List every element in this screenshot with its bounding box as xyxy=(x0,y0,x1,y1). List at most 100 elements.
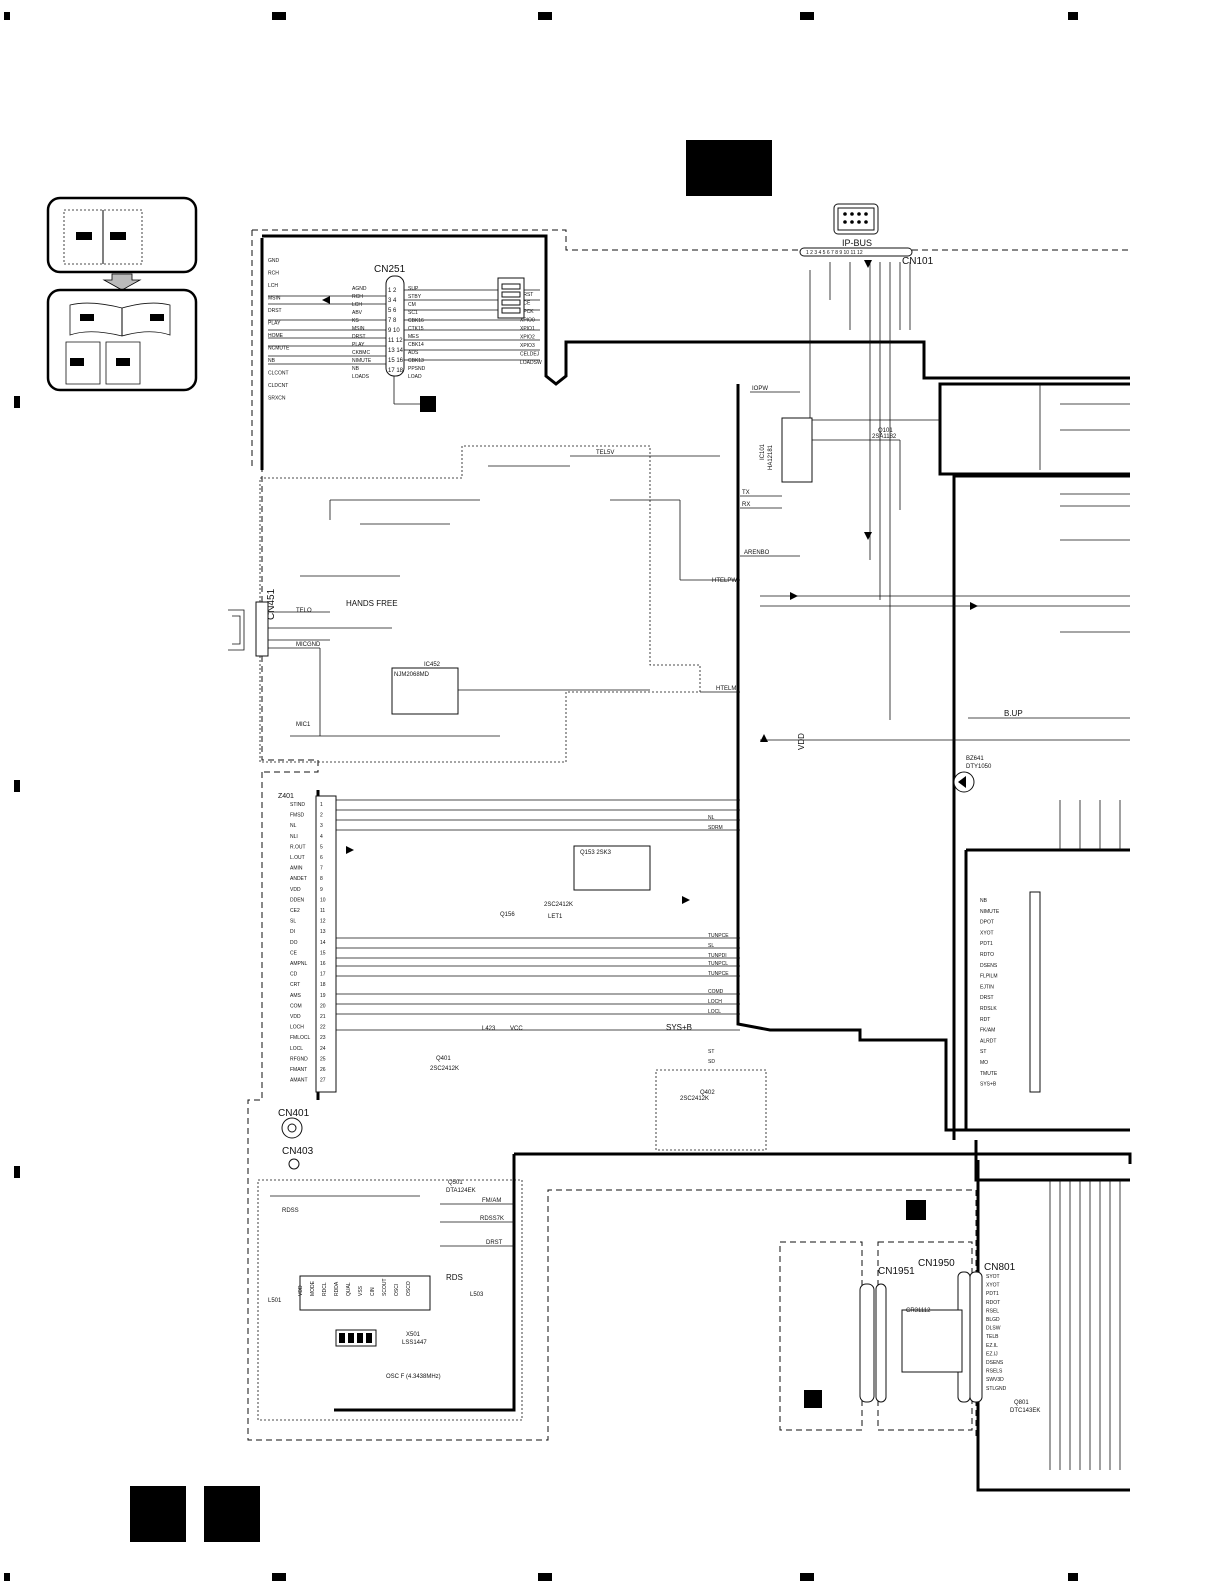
cn251-left-net: CLDCNT xyxy=(268,383,288,389)
svg-text:15 16: 15 16 xyxy=(388,358,404,364)
z401-pin-number: 14 xyxy=(320,940,326,946)
cn451-label: CN451 xyxy=(266,588,277,620)
display-connectors: CN1950 CN1951 CN801 CR31112 SYOTXYOTPDT1… xyxy=(804,1258,1040,1414)
cn251-left-net: MSIN xyxy=(268,296,281,302)
cn251-left-pin: DRST xyxy=(352,334,366,340)
tuner-nets: TUNPCESLTUNPDITUNPCLTUNPCECOMDLOCHLOCLNL… xyxy=(336,799,740,1102)
cn801-net: DSENS xyxy=(980,963,998,969)
q401-part: 2SC2412K xyxy=(430,1066,459,1072)
let1-label: LET1 xyxy=(548,914,563,920)
cn801-net: DRST xyxy=(980,995,994,1001)
cn251-left-net: NB xyxy=(268,358,276,364)
cn251-right-pin: SUP xyxy=(408,286,419,292)
cn251-left-pin: NB xyxy=(352,366,360,372)
z401-pin-number: 16 xyxy=(320,961,326,967)
cn801-net: TMUTE xyxy=(980,1071,998,1077)
cn1950-net: SWV3D xyxy=(986,1377,1004,1383)
cn801-net: SYS+B xyxy=(980,1082,997,1088)
cn251-left-pin: NIMUTE xyxy=(352,358,372,364)
x501-label: X501 xyxy=(406,1332,421,1338)
svg-text:CIN: CIN xyxy=(370,1287,376,1296)
title-block xyxy=(686,140,772,196)
z401-pin-number: 4 xyxy=(320,834,323,840)
cn801-net: DPOT xyxy=(980,920,994,926)
cn1950-net: EZ.IL xyxy=(986,1343,998,1349)
cn801-net: RDTO xyxy=(980,952,994,958)
z401-pin-name: COM xyxy=(290,1003,302,1009)
right-side-nets: B.UP VDD BZ641 DTY1050 xyxy=(760,384,1130,793)
cn251-right-pin: PPSND xyxy=(408,366,426,372)
board-boundaries xyxy=(247,229,1130,1441)
z401-pin-number: 10 xyxy=(320,897,326,903)
svg-text:VDD: VDD xyxy=(298,1285,304,1296)
tuner-net-label: NL xyxy=(708,815,715,821)
svg-text:13 14: 13 14 xyxy=(388,348,404,354)
osc-label: OSC F (4.3438MHz) xyxy=(386,1374,441,1380)
cn251-left-net: DRST xyxy=(268,308,282,314)
z401-pin-number: 2 xyxy=(320,813,323,819)
z401-pin-name: FMSD xyxy=(290,813,305,819)
l423-label: L423 xyxy=(482,1026,496,1032)
z401-pin-name: VDD xyxy=(290,887,301,893)
x501-part: LSS1447 xyxy=(402,1340,427,1346)
cn251-left-net: CLCONT xyxy=(268,371,289,377)
vcc-label: VCC xyxy=(510,1026,523,1032)
cn251-right-pin: CBK14 xyxy=(408,342,424,348)
cn251-right-pin: STBY xyxy=(408,294,422,300)
z401-pin-name: CRT xyxy=(290,982,300,988)
z401-pin-number: 13 xyxy=(320,929,326,935)
cn251-right-pin: SC1 xyxy=(408,310,418,316)
cn251-left-pin: CKBMC xyxy=(352,350,370,356)
vdd-label: VDD xyxy=(797,733,806,750)
tel5v-label: TEL5V xyxy=(596,450,614,456)
ic351-part: CR31112 xyxy=(906,1308,931,1314)
b-up-label: B.UP xyxy=(1004,709,1023,718)
tuner-net-label: TUNPDI xyxy=(708,953,727,959)
page-tab-2 xyxy=(204,1486,260,1542)
cn101-label: CN101 xyxy=(902,256,934,267)
z401-pin-name: RFGND xyxy=(290,1056,308,1062)
cn251-left-pin: LCH xyxy=(352,302,362,308)
z401-pin-number: 18 xyxy=(320,982,326,988)
z401-pin-name: CE2 xyxy=(290,908,300,914)
page-layout-key xyxy=(46,196,198,392)
cn1950-net: PDT1 xyxy=(986,1291,999,1297)
svg-text:RDCL: RDCL xyxy=(322,1282,328,1296)
svg-text:RDDA: RDDA xyxy=(334,1281,340,1296)
ic101-label: IC101 xyxy=(760,443,766,460)
cn801-net: ST xyxy=(980,1049,986,1055)
l501-label: L501 xyxy=(268,1298,282,1304)
svg-text:SCOUT: SCOUT xyxy=(382,1279,388,1297)
z401-pin-name: AMPNL xyxy=(290,961,307,967)
cn403-label: CN403 xyxy=(282,1146,314,1157)
cn251-right-net: XPIO1 xyxy=(520,326,535,332)
svg-text:ARENBO: ARENBO xyxy=(744,550,770,556)
bold-traces xyxy=(260,234,1132,1492)
mic1-label: MIC1 xyxy=(296,722,311,728)
cn251-left-net: LCH xyxy=(268,283,278,289)
z401-pin-name: FMLOCL xyxy=(290,1035,311,1041)
z401-pin-number: 17 xyxy=(320,972,326,978)
cn251-left-net: NCMUTE xyxy=(268,346,290,352)
cn1950-net: RSEL xyxy=(986,1308,999,1314)
z401-pin-number: 12 xyxy=(320,919,326,925)
z401-pin-name: NL xyxy=(290,823,297,829)
z401-pin-name: SL xyxy=(290,919,296,925)
svg-text:11 12: 11 12 xyxy=(388,338,403,344)
svg-text:OSCI: OSCI xyxy=(394,1284,400,1296)
cn251-right-net: CELDEJ xyxy=(520,352,540,358)
cn251-right-net: XRST xyxy=(520,292,533,298)
cn251-left-pin: RCH xyxy=(352,294,363,300)
cn251-label: CN251 xyxy=(374,264,406,275)
q402-part: 2SC2412K xyxy=(680,1096,709,1102)
cn251-left-pin: LOADS xyxy=(352,374,370,380)
cn801-net: PDT1 xyxy=(980,941,993,947)
cn801-net: EJTIN xyxy=(980,984,994,990)
rds-block: RDS VDD MODE RDCL RDDA QUAL VSS CIN SCOU… xyxy=(268,1180,926,1380)
cn251-right-net: LOADSW xyxy=(520,360,542,366)
cn801-net: FK/AM xyxy=(980,1028,995,1034)
z401-pin-number: 26 xyxy=(320,1067,326,1073)
cn251-right-pin: LOAD xyxy=(408,374,422,380)
